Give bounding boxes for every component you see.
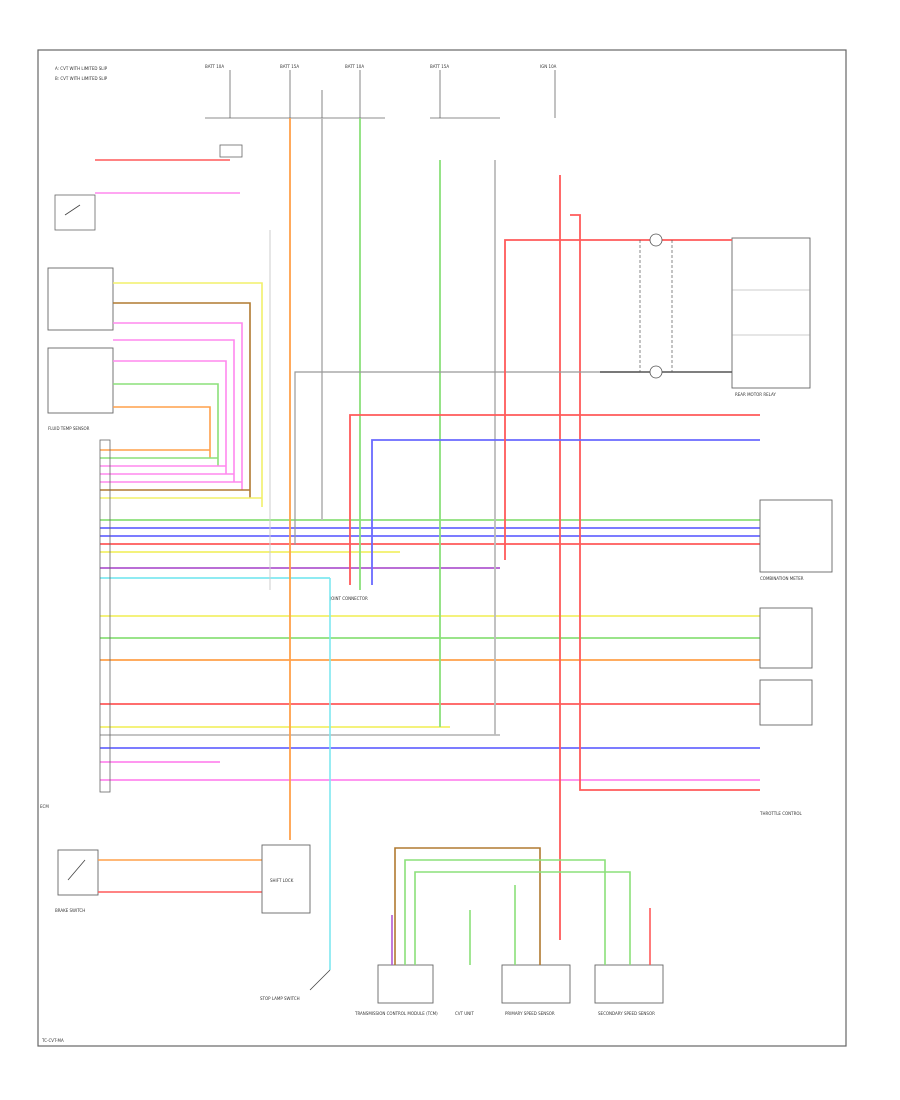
label-stop-lamp-switch: STOP LAMP SWITCH xyxy=(260,996,300,1001)
label-combination-meter: COMBINATION METER xyxy=(760,576,804,581)
label-ecm: ECM xyxy=(40,804,49,809)
wire-gray-upper xyxy=(294,371,640,545)
fuse-label-3: BATT 10A xyxy=(345,64,364,69)
top-fuse-group xyxy=(205,70,556,119)
bottom-sensor-wires xyxy=(391,847,651,965)
switch-clutch xyxy=(54,194,96,231)
sensor-box-2 xyxy=(47,347,114,414)
primary-speed-sensor-box xyxy=(501,964,571,1004)
main-horizontal-wires xyxy=(100,519,760,781)
label-tcm: TRANSMISSION CONTROL MODULE (TCM) xyxy=(354,1011,438,1016)
fuse-label-5: IGN 10A xyxy=(540,64,557,69)
label-brake-switch: BRAKE SWITCH xyxy=(55,908,85,913)
label-primary-speed-sensor: PRIMARY SPEED SENSOR xyxy=(505,1011,555,1016)
relay-coil-top xyxy=(649,233,663,247)
shift-lock-box xyxy=(261,844,311,914)
label-rear-motor-relay: REAR MOTOR RELAY xyxy=(735,392,776,397)
brake-switch-lever xyxy=(67,859,86,881)
fuse-label-2: BATT 15A xyxy=(280,64,299,69)
legend-line-2: B: CVT WITH LIMITED SLIP xyxy=(55,76,108,81)
bottom-switch-lever xyxy=(309,969,331,991)
diagram-border xyxy=(37,49,847,1047)
throttle-box-lower xyxy=(759,679,813,726)
label-throttle-control: THROTTLE CONTROL xyxy=(759,811,803,816)
tcm-box xyxy=(377,964,434,1004)
ecm-box xyxy=(99,439,111,793)
label-joint-connector: JOINT CONNECTOR xyxy=(329,596,368,601)
label-secondary-speed-sensor: SECONDARY SPEED SENSOR xyxy=(598,1011,655,1016)
rear-motor-relay-box xyxy=(731,237,811,389)
connector-block-top-left xyxy=(219,144,243,158)
sensor-box-1 xyxy=(47,267,114,331)
combination-meter-box xyxy=(759,499,833,573)
vertical-feeds xyxy=(289,118,760,940)
wire-blue-loop xyxy=(371,439,760,585)
brake-switch-box xyxy=(57,849,99,896)
switch-clutch-lever xyxy=(64,204,81,216)
legend-line-1: A: CVT WITH LIMITED SLIP xyxy=(55,66,108,71)
relay-coil-bottom xyxy=(649,365,663,379)
fuse-label-1: BATT 10A xyxy=(205,64,224,69)
secondary-speed-sensor-box xyxy=(594,964,664,1004)
sensor-wires xyxy=(113,282,263,507)
page-ref: TC-CVT-MA xyxy=(41,1038,64,1043)
wire-red-relay xyxy=(504,239,732,560)
fuse-label-4: BATT 15A xyxy=(430,64,449,69)
throttle-box-upper xyxy=(759,607,813,669)
wire-red-loop xyxy=(349,414,760,585)
label-fluid-temp: FLUID TEMP SENSOR xyxy=(48,426,90,431)
left-pin-column xyxy=(100,449,262,499)
label-shift-lock: SHIFT LOCK xyxy=(270,878,294,883)
label-cvt-unit: CVT UNIT xyxy=(455,1011,474,1016)
